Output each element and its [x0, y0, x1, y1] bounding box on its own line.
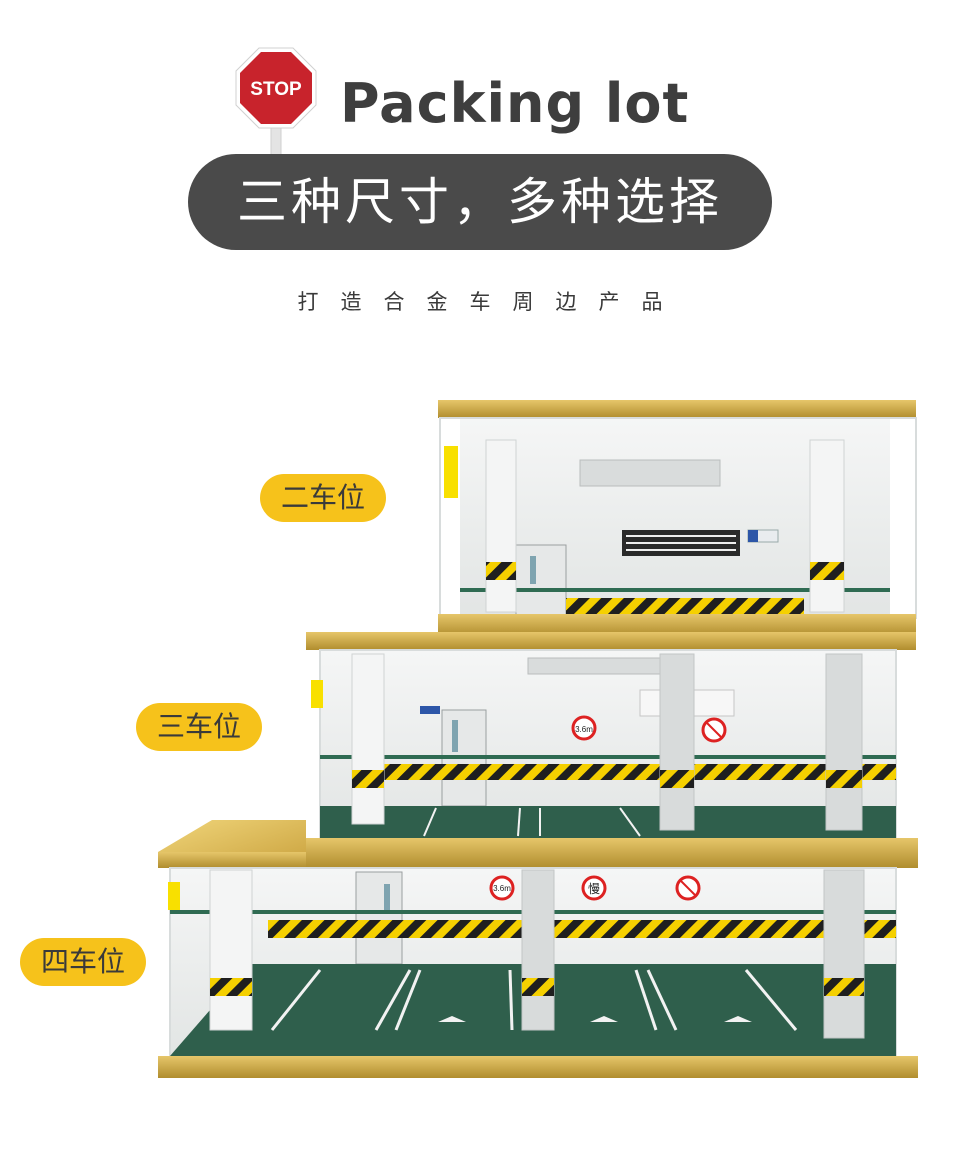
label-two-spot: 二车位	[260, 474, 386, 522]
level-two-spot	[438, 400, 917, 636]
slow-sign-icon: 慢	[581, 875, 607, 901]
no-horn-sign-icon	[701, 717, 727, 743]
level-four-spot: 3.6m 慢	[158, 867, 918, 1078]
slow-sign-text: 慢	[588, 882, 600, 896]
subtitle: 打造合金车周边产品	[297, 290, 685, 314]
level-three-spot: 3.6m	[306, 632, 916, 841]
height-limit-sign-text: 3.6m	[575, 725, 593, 734]
height-limit-sign-icon: 3.6m	[489, 875, 515, 901]
stop-sign-text: STOP	[250, 79, 302, 100]
height-limit-sign-icon: 3.6m	[571, 715, 597, 741]
no-horn-sign-icon	[675, 875, 701, 901]
page-title: Packing lot	[340, 72, 690, 135]
stop-sign-icon: STOP	[235, 47, 317, 158]
label-three-spot: 三车位	[136, 703, 262, 751]
garage-model-illustration: 3.6m	[158, 400, 918, 1078]
height-limit-sign-text: 3.6m	[493, 884, 511, 893]
label-four-spot: 四车位	[20, 938, 146, 986]
slogan-banner: 三种尺寸，多种选择	[188, 154, 772, 250]
